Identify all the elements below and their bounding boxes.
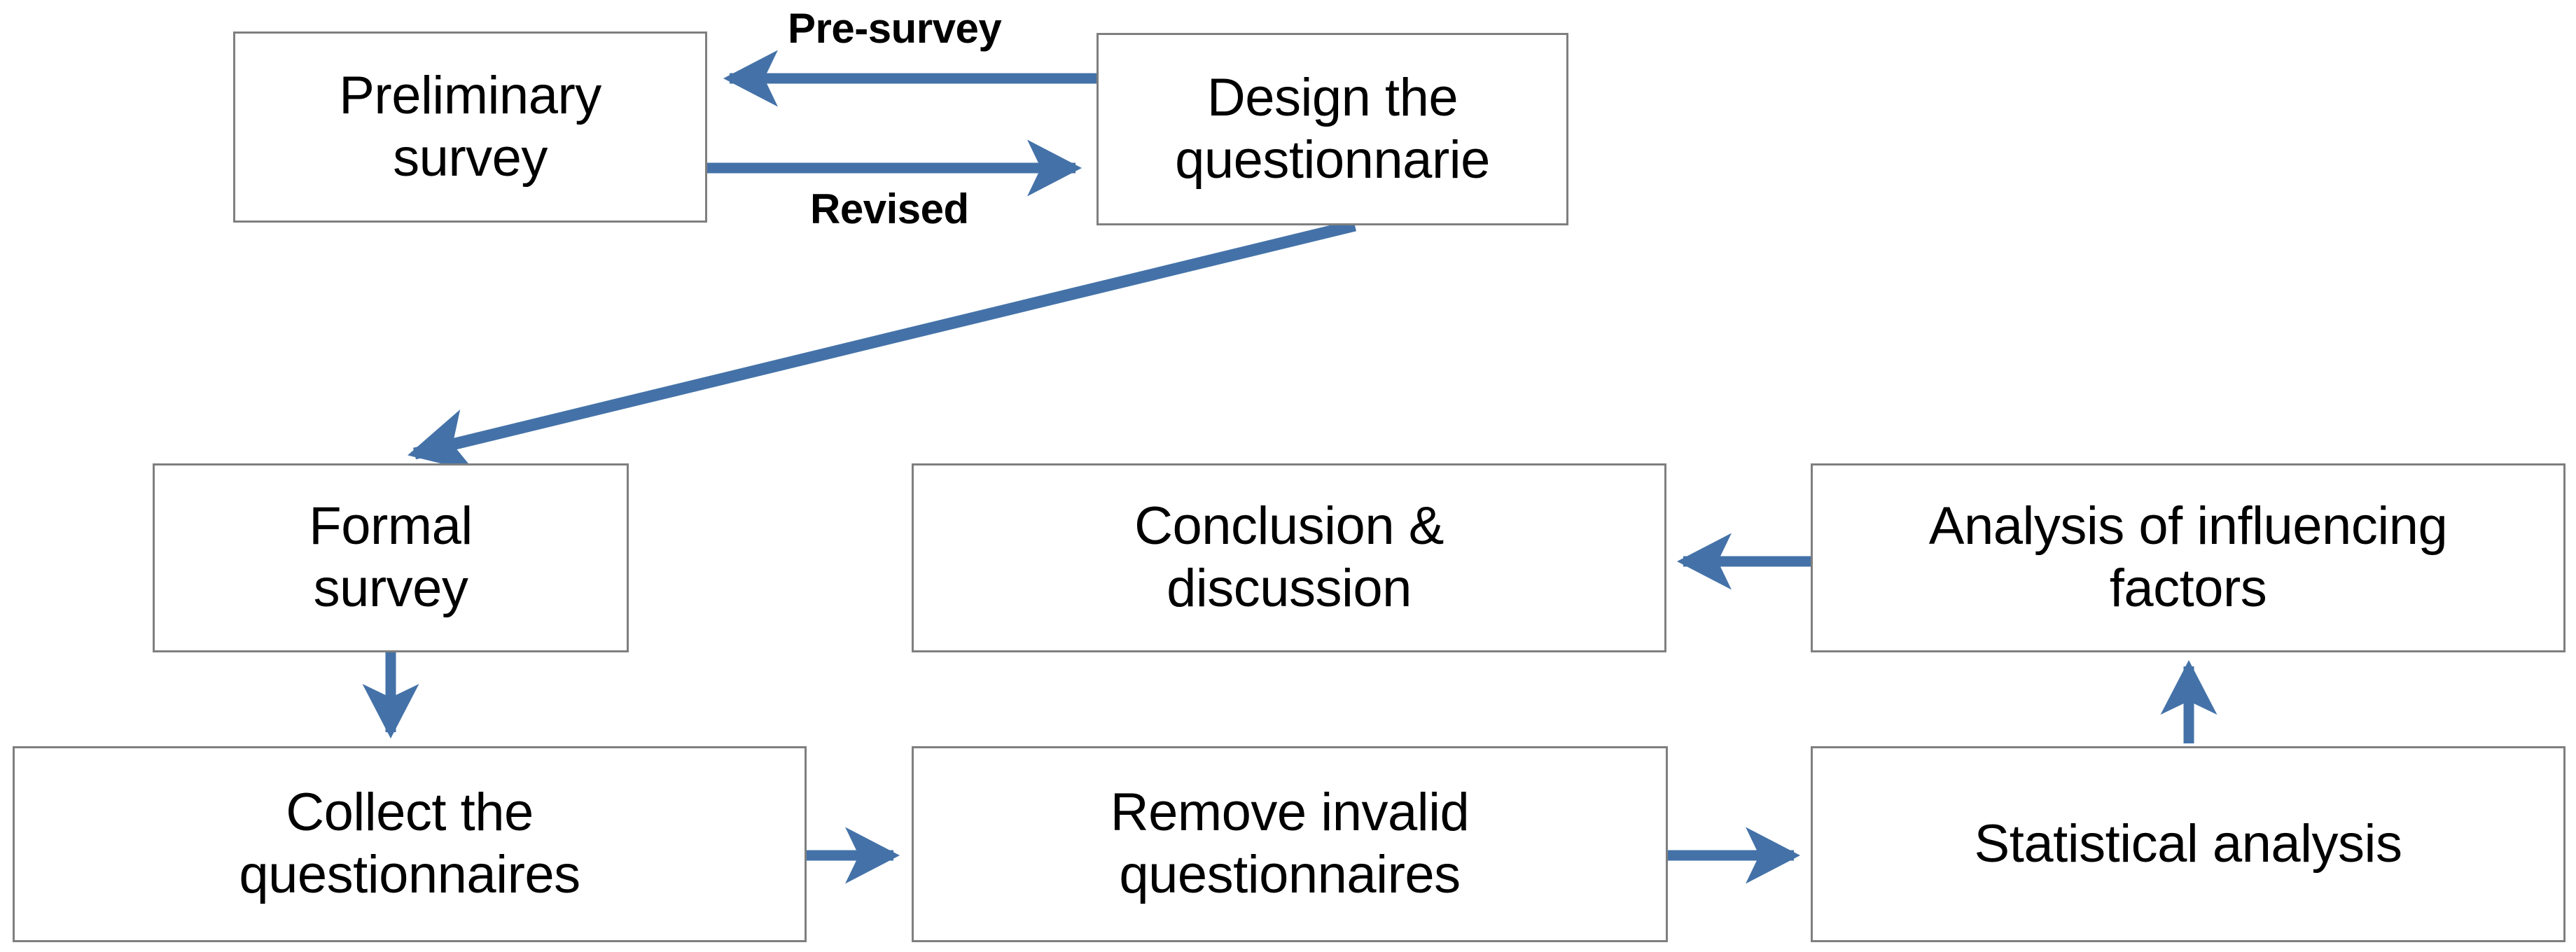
node-remove-invalid-questionnaires[interactable]: Remove invalid questionnaires xyxy=(912,746,1668,942)
node-analysis-influencing-factors[interactable]: Analysis of influencing factors xyxy=(1811,463,2565,652)
node-formal-survey-label: Formal survey xyxy=(309,496,473,618)
node-statistical-analysis[interactable]: Statistical analysis xyxy=(1811,746,2565,942)
node-preliminary-survey[interactable]: Preliminary survey xyxy=(233,31,707,223)
node-design-questionnaire[interactable]: Design the questionnarie xyxy=(1096,33,1568,225)
node-analysis-influencing-factors-label: Analysis of influencing factors xyxy=(1928,496,2448,618)
edge-label-pre-survey: Pre-survey xyxy=(788,5,1002,52)
node-statistical-analysis-label: Statistical analysis xyxy=(1974,813,2402,874)
node-conclusion-discussion-label: Conclusion & discussion xyxy=(1134,496,1444,618)
node-remove-invalid-questionnaires-label: Remove invalid questionnaires xyxy=(1110,783,1470,904)
node-conclusion-discussion[interactable]: Conclusion & discussion xyxy=(912,463,1666,652)
node-formal-survey[interactable]: Formal survey xyxy=(153,463,629,652)
node-preliminary-survey-label: Preliminary survey xyxy=(339,65,601,188)
node-collect-questionnaires-label: Collect the questionnaires xyxy=(239,783,580,904)
node-collect-questionnaires[interactable]: Collect the questionnaires xyxy=(13,746,807,942)
node-design-questionnaire-label: Design the questionnarie xyxy=(1175,67,1490,190)
edge-design-to-formal xyxy=(408,219,1357,472)
edge-label-revised: Revised xyxy=(810,186,969,232)
